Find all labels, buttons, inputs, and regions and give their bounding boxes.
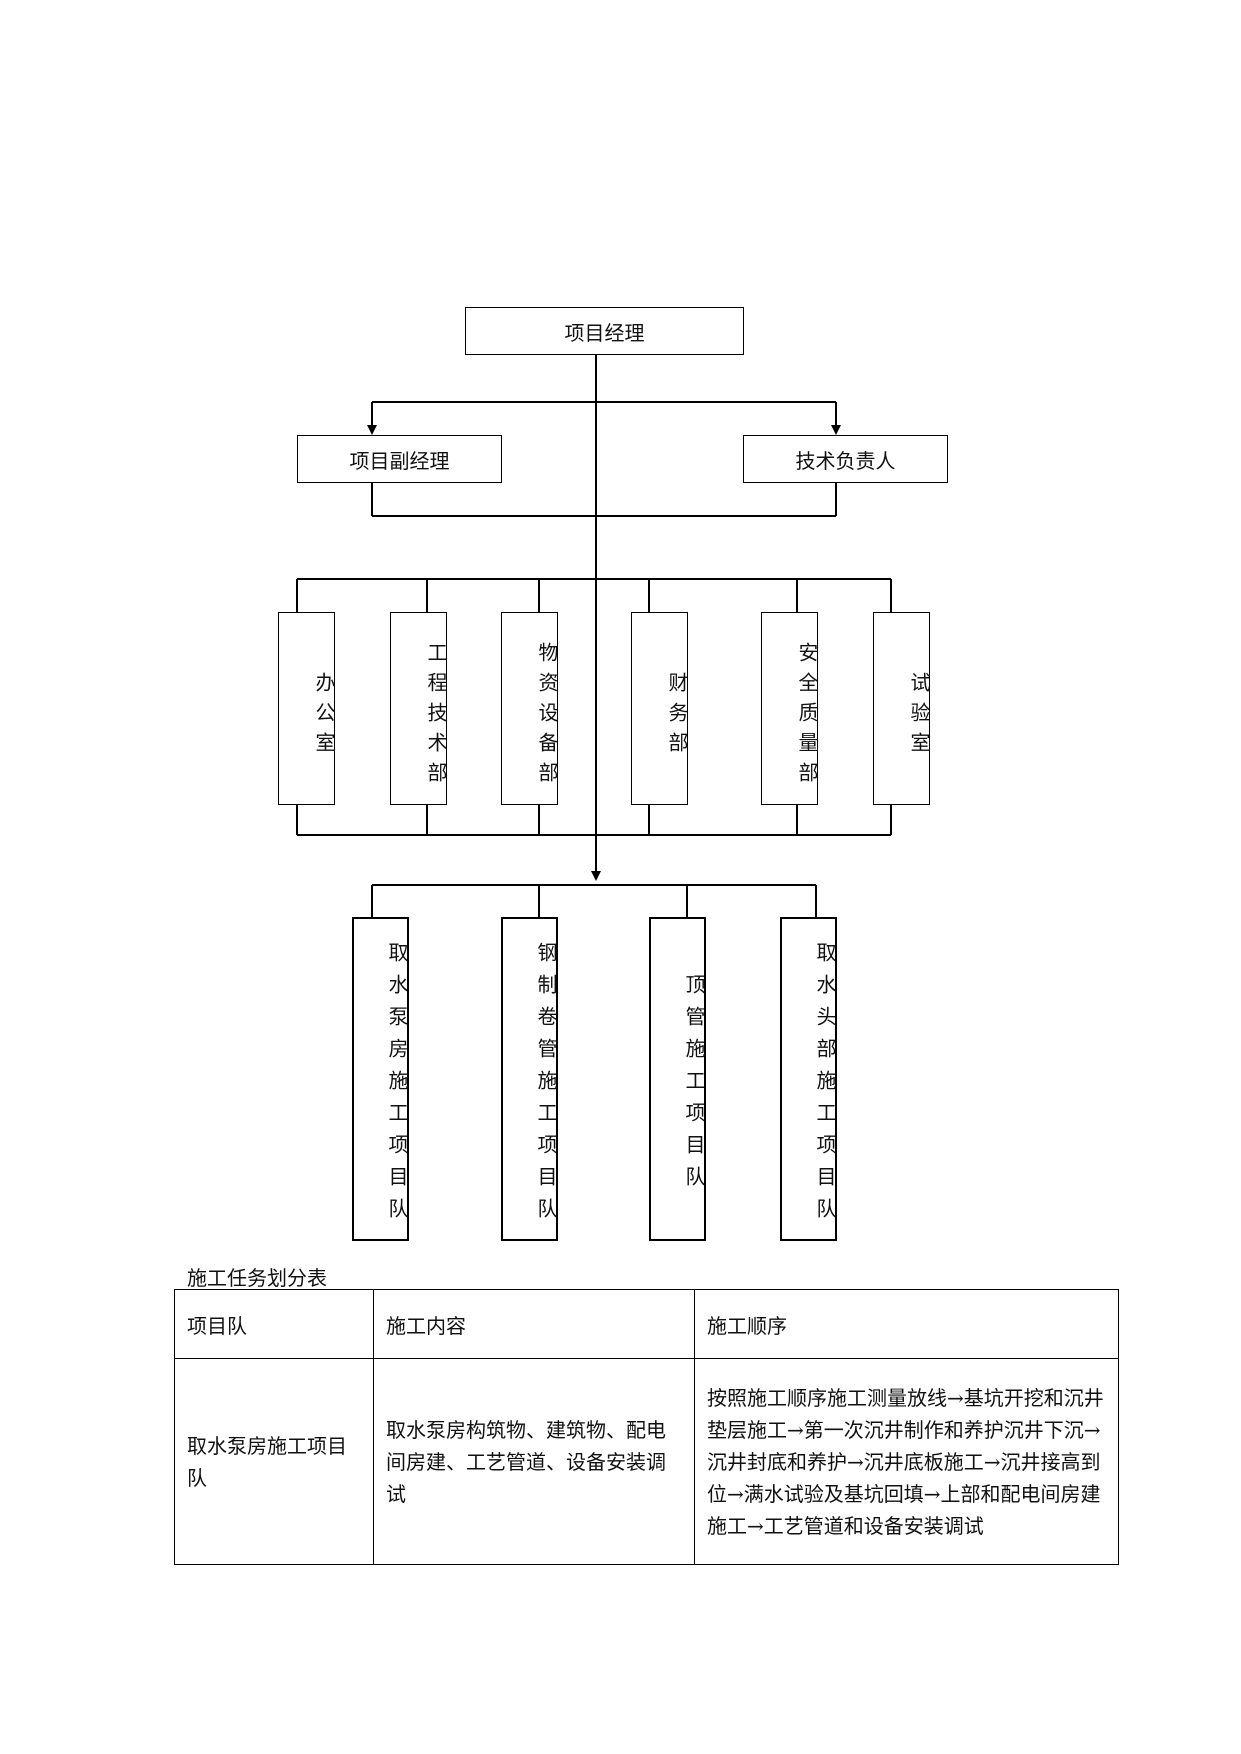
dept-office: 办公室 (278, 612, 336, 805)
technical-lead-box: 技术负责人 (743, 435, 948, 483)
task-division-table: 项目队 施工内容 施工顺序 取水泵房施工项目队 取水泵房构筑物、建筑物、配电间房… (174, 1289, 1119, 1565)
dept-finance: 财务部 (631, 612, 689, 805)
team-water-intake-head: 取水头部施工项目队 (780, 917, 837, 1241)
team-water-intake-pump-house: 取水泵房施工项目队 (352, 917, 409, 1241)
header-sequence: 施工顺序 (694, 1289, 1119, 1359)
cell-sequence: 按照施工顺序施工测量放线→基坑开挖和沉井垫层施工→第一次沉井制作和养护沉井下沉→… (694, 1358, 1119, 1565)
table-header-row: 项目队 施工内容 施工顺序 (174, 1289, 1119, 1359)
table-row: 取水泵房施工项目队 取水泵房构筑物、建筑物、配电间房建、工艺管道、设备安装调试 … (174, 1358, 1119, 1565)
task-table-caption: 施工任务划分表 (187, 1266, 327, 1290)
cell-content: 取水泵房构筑物、建筑物、配电间房建、工艺管道、设备安装调试 (373, 1358, 695, 1565)
header-content: 施工内容 (373, 1289, 695, 1359)
header-team: 项目队 (174, 1289, 374, 1359)
page-bottom-margin (0, 1566, 1241, 1754)
deputy-manager-box: 项目副经理 (297, 435, 502, 483)
dept-engineering-tech: 工程技术部 (390, 612, 448, 805)
cell-team: 取水泵房施工项目队 (174, 1358, 374, 1565)
dept-safety-quality: 安全质量部 (761, 612, 819, 805)
dept-materials-equipment: 物资设备部 (501, 612, 559, 805)
team-steel-pipe: 钢制卷管施工项目队 (501, 917, 558, 1241)
dept-testing-lab: 试验室 (873, 612, 931, 805)
project-manager-box: 项目经理 (465, 307, 744, 355)
org-chart-connectors (296, 354, 892, 917)
team-pipe-jacking: 顶管施工项目队 (649, 917, 706, 1241)
